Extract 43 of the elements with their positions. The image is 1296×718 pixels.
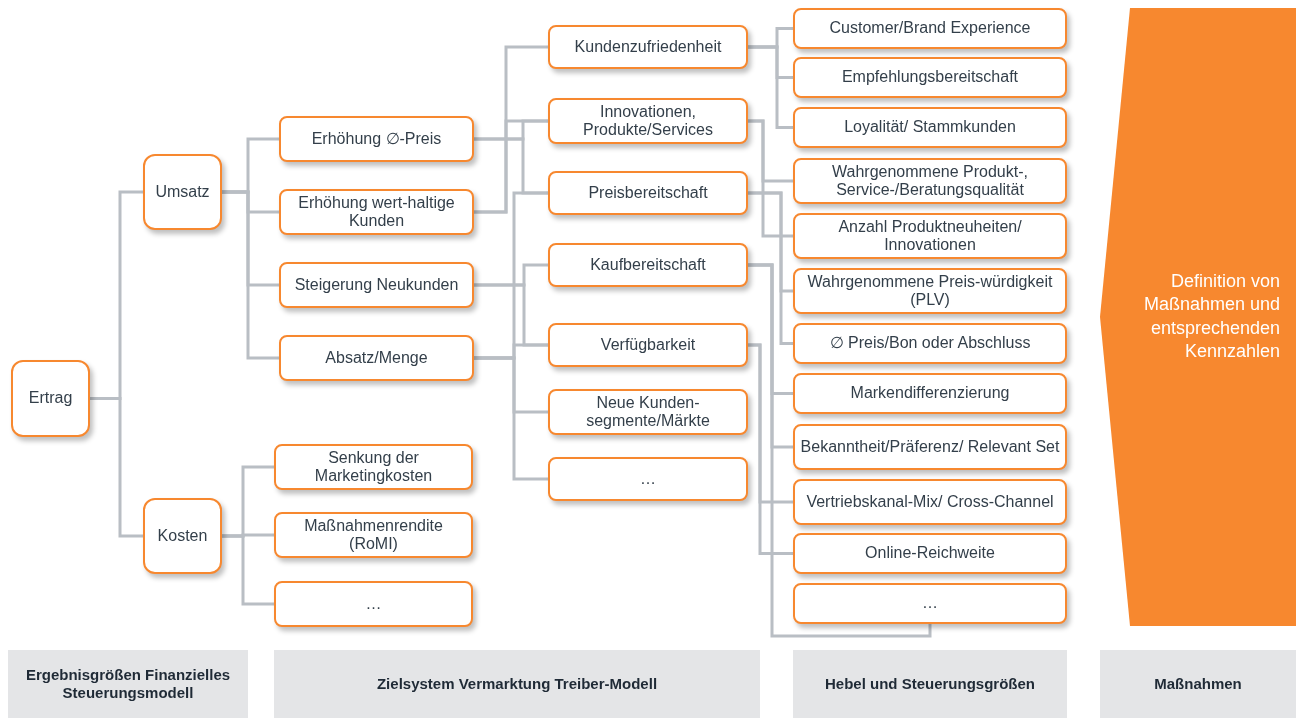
driver-box: Kosten [143, 498, 222, 574]
driver-box: ∅ Preis/Bon oder Abschluss [793, 323, 1067, 364]
connector-line [474, 119, 548, 214]
driver-box: Preisbereitschaft [548, 171, 748, 215]
connector-line [748, 343, 793, 555]
driver-box: Kundenzufriedenheit [548, 25, 748, 69]
driver-box: Neue Kunden-segmente/Märkte [548, 389, 748, 435]
driver-box: Absatz/Menge [279, 335, 474, 381]
driver-box: Senkung der Marketingkosten [274, 444, 473, 490]
driver-box: Ertrag [11, 360, 90, 437]
driver-box: … [548, 457, 748, 501]
column-header: Hebel und Steuerungsgrößen [793, 650, 1067, 718]
driver-box: Bekanntheit/Präferenz/ Relevant Set [793, 424, 1067, 470]
connector-line [222, 534, 274, 606]
driver-box: Customer/Brand Experience [793, 8, 1067, 49]
driver-box: Steigerung Neukunden [279, 262, 474, 308]
driver-box: Markendifferenzierung [793, 373, 1067, 414]
connector-line [474, 356, 548, 481]
connector-line [748, 119, 793, 238]
driver-box: Kaufbereitschaft [548, 243, 748, 287]
connector-line [748, 45, 793, 129]
driver-box: Online-Reichweite [793, 533, 1067, 574]
driver-box: Loyalität/ Stammkunden [793, 107, 1067, 148]
driver-box: Maßnahmenrendite (RoMI) [274, 512, 473, 558]
column-header: Ergebnisgrößen Finanzielles Steuerungsmodell [8, 650, 248, 718]
driver-box: Wahrgenommene Produkt-, Service-/Beratungsqualität [793, 158, 1067, 204]
driver-box: Anzahl Produktneuheiten/ Innovationen [793, 213, 1067, 259]
driver-box: Umsatz [143, 154, 222, 230]
driver-box: Innovationen, Produkte/Services [548, 98, 748, 144]
connector-line [748, 263, 932, 638]
column-header: Maßnahmen [1100, 650, 1296, 718]
banner-text: Definition von Maßnahmen und entsprechenden Kennzahlen [1142, 270, 1280, 364]
driver-box: Verfügbarkeit [548, 323, 748, 367]
driver-box: … [274, 581, 473, 627]
driver-box: … [793, 583, 1067, 624]
driver-box: Vertriebskanal-Mix/ Cross-Channel [793, 479, 1067, 525]
connector-line [748, 191, 793, 345]
driver-box: Wahrgenommene Preis-würdigkeit (PLV) [793, 268, 1067, 314]
connector-line [90, 397, 143, 538]
driver-box: Erhöhung wert-haltige Kunden [279, 189, 474, 235]
column-header: Zielsystem Vermarktung Treiber-Modell [274, 650, 760, 718]
driver-box: Empfehlungsbereitschaft [793, 57, 1067, 98]
driver-box: Erhöhung ∅-Preis [279, 116, 474, 162]
